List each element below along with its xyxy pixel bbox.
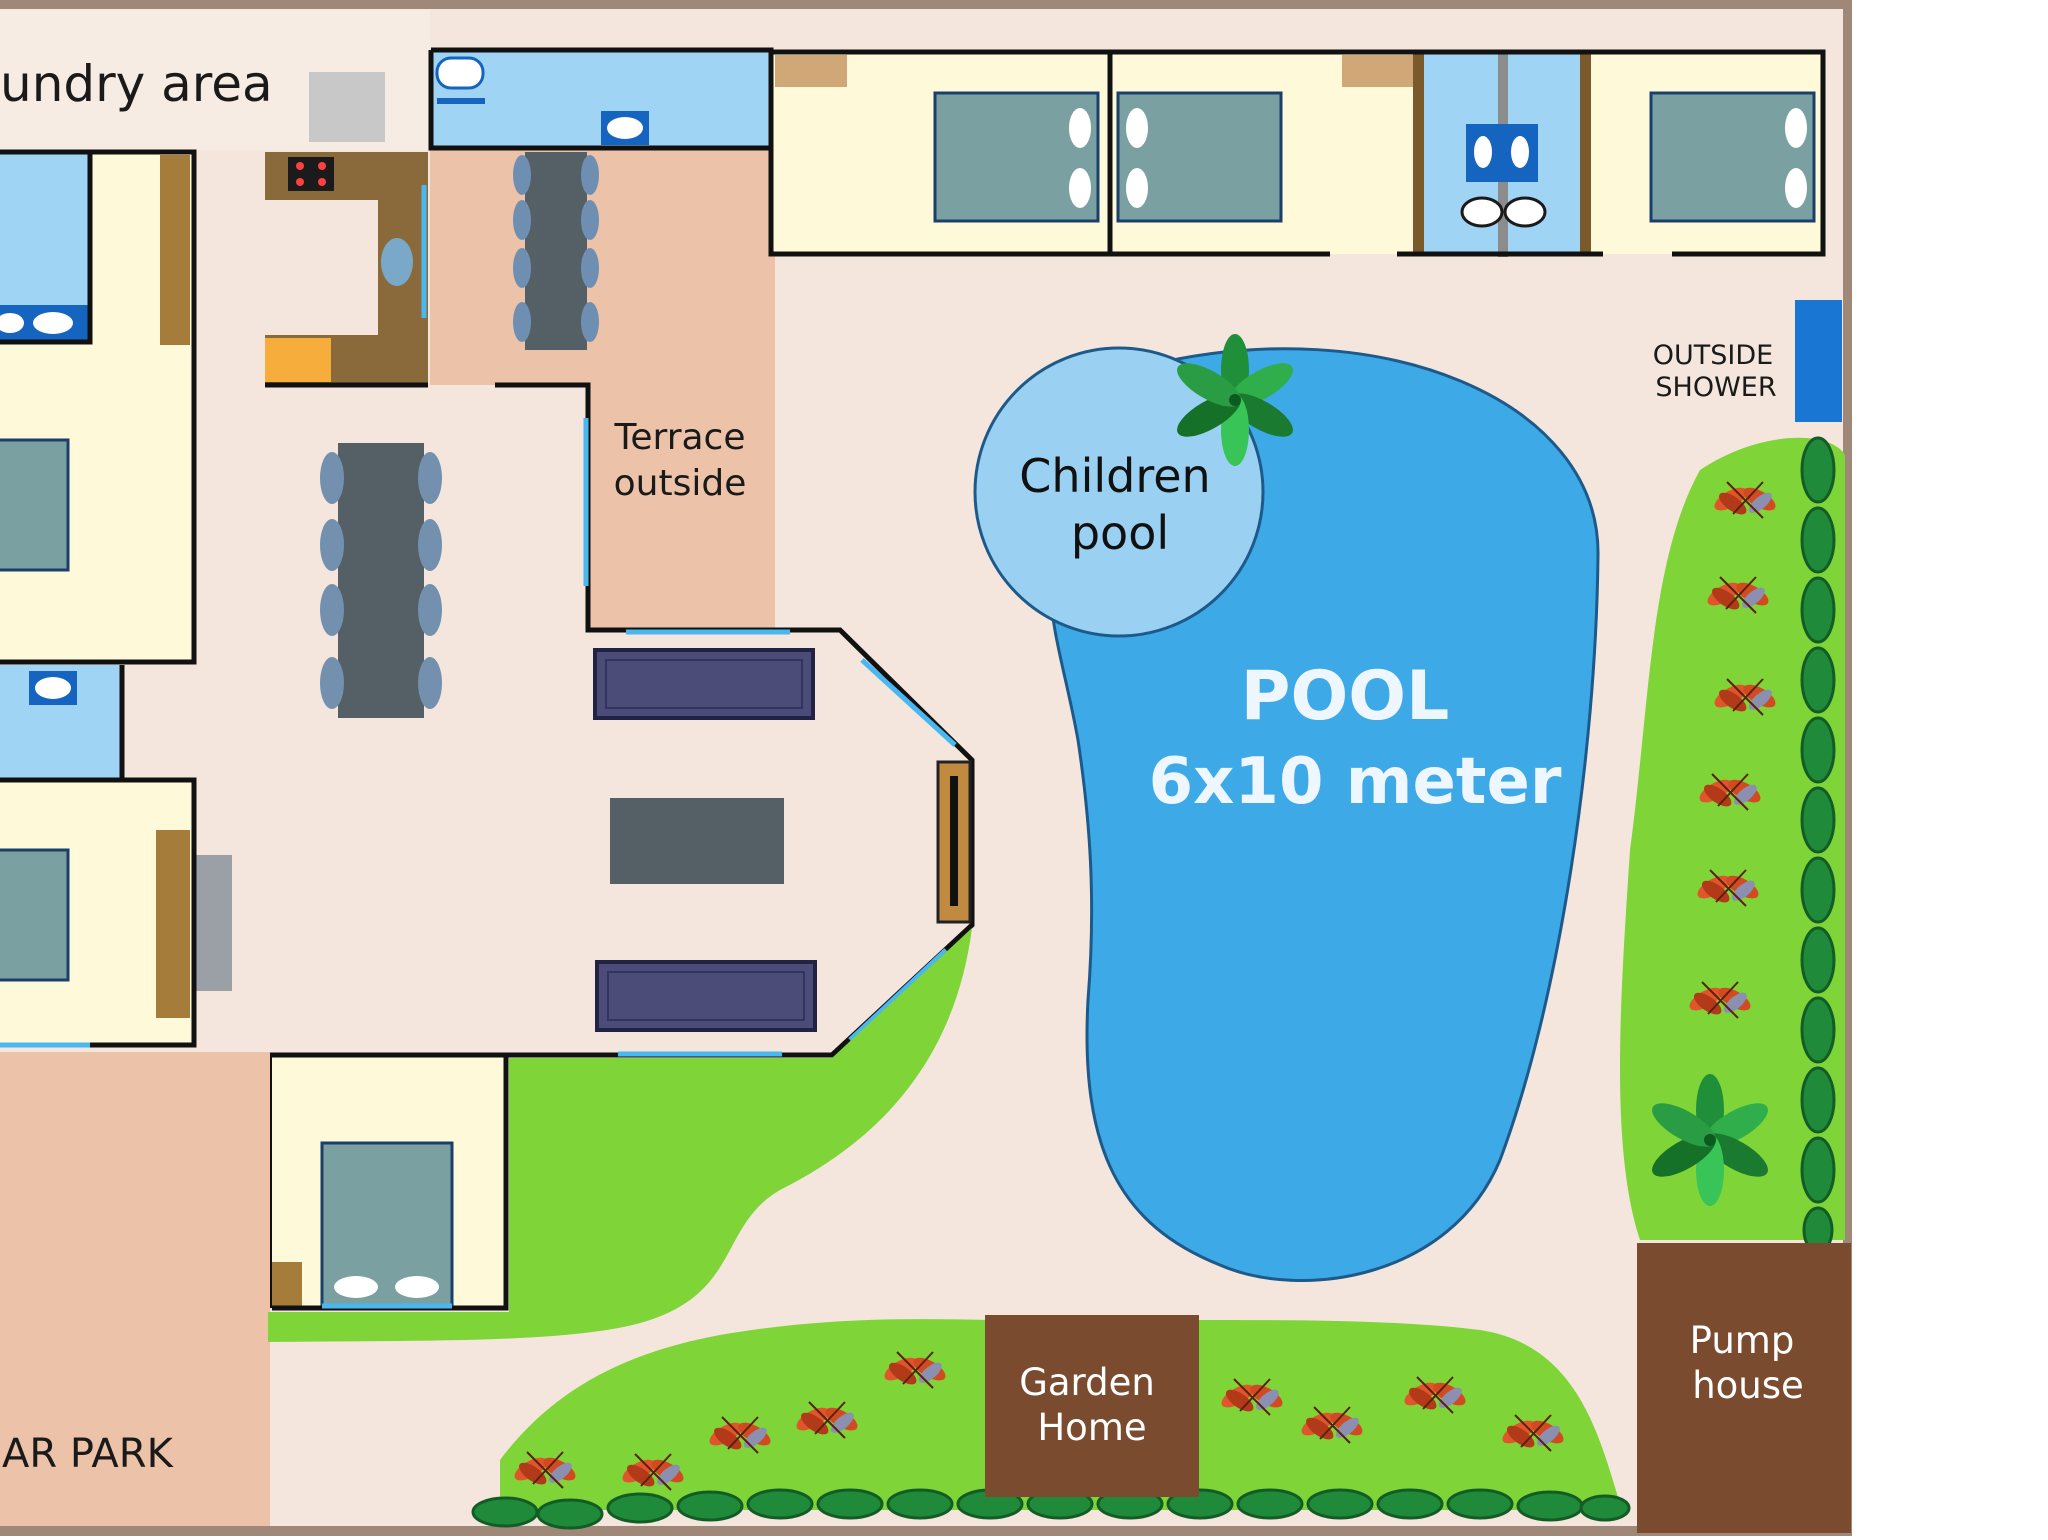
pump-house-label-line1: Pump xyxy=(1690,1319,1795,1362)
bedroom-wardrobe-1 xyxy=(775,55,847,87)
bed-icon-3 xyxy=(1649,91,1816,223)
garden-home-label-line2: Home xyxy=(1037,1406,1146,1449)
right-garden-strip xyxy=(1620,437,1845,1240)
top-bath-walls xyxy=(428,47,774,151)
bedroom-wardrobe-2 xyxy=(1342,55,1414,87)
garden-home-label-line1: Garden xyxy=(1019,1361,1155,1404)
garden-home xyxy=(985,1315,1199,1497)
kitchen-sink-icon xyxy=(381,238,413,286)
laundry-label: undry area xyxy=(0,55,273,113)
car-park xyxy=(0,1052,270,1526)
hedge-shrub-icon xyxy=(1800,436,1836,1254)
frame-bottom xyxy=(0,1526,1852,1536)
bed-icon-left-1 xyxy=(0,438,70,572)
sofa-icon-2 xyxy=(595,960,817,1032)
dining-table-icon xyxy=(338,443,424,718)
window-lines xyxy=(0,185,957,1057)
pump-house-label-line2: house xyxy=(1692,1364,1804,1407)
toilet-icon xyxy=(435,56,485,90)
kitchen-counter-orange xyxy=(265,338,331,382)
shared-bath-wardrobe-l xyxy=(1413,52,1424,252)
children-pool-label-line1: Children xyxy=(1019,449,1210,503)
terrace-label-line2: outside xyxy=(614,463,747,504)
coffee-table-icon xyxy=(610,798,784,884)
top-wing-walls xyxy=(768,49,1826,257)
terrace-outside-2 xyxy=(588,385,775,630)
pool-size: 6x10 meter xyxy=(1149,745,1562,819)
children-pool-label-line2: pool xyxy=(1071,506,1169,560)
top-bath-shelf xyxy=(437,98,485,104)
left-wing-walls xyxy=(0,149,197,1048)
toilet-icon-2 xyxy=(1460,196,1504,228)
bed-icon xyxy=(933,91,1100,223)
shared-bath-wardrobe-r xyxy=(1580,52,1591,252)
outside-shower xyxy=(1795,300,1842,422)
left-wardrobe-2 xyxy=(156,830,190,1018)
frame-top xyxy=(0,0,1852,9)
sofa-icon xyxy=(593,648,815,720)
left-cabinet xyxy=(196,855,232,991)
hedge-shrub-icon-bottom xyxy=(471,1488,1631,1530)
terrace-label-line1: Terrace xyxy=(614,417,746,458)
stove-icon xyxy=(288,157,334,191)
sink-icon xyxy=(601,111,649,145)
terrace-table-icon xyxy=(525,152,587,350)
terrace-outside xyxy=(430,150,775,385)
kitchen-counter xyxy=(265,152,428,385)
bed-icon-left-2 xyxy=(0,848,70,982)
washing-machine xyxy=(309,72,385,142)
car-park-label: AR PARK xyxy=(2,1431,175,1477)
pool-title: POOL xyxy=(1241,657,1450,736)
pump-house xyxy=(1637,1243,1851,1533)
bottom-wardrobe xyxy=(272,1262,302,1308)
frame-right xyxy=(1843,0,1852,1536)
left-wardrobe-1 xyxy=(160,155,190,345)
sink-icon-left xyxy=(29,671,77,705)
outside-shower-label-line2: SHOWER xyxy=(1655,372,1776,403)
lawn xyxy=(268,928,972,1342)
outside-shower-label-line1: OUTSIDE xyxy=(1653,340,1773,371)
